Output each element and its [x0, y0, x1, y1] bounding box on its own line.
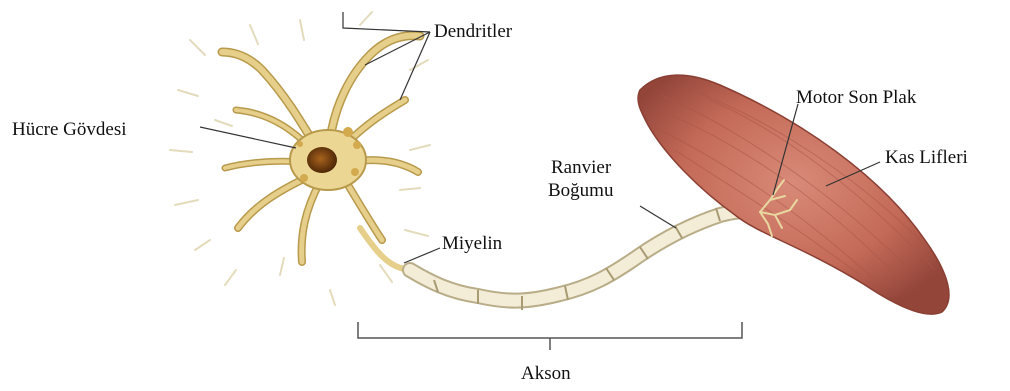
- label-ranvier-line1: Ranvier: [551, 158, 611, 177]
- label-myelin: Miyelin: [442, 234, 502, 253]
- label-axon: Akson: [521, 364, 571, 383]
- label-dendrites: Dendritler: [434, 22, 512, 41]
- muscle-fibers: [638, 75, 949, 314]
- label-ranvier-line2: Boğumu: [548, 181, 613, 200]
- label-cell-body: Hücre Gövdesi: [12, 120, 127, 139]
- axon-bracket: [358, 322, 742, 350]
- nucleus: [307, 147, 337, 173]
- label-muscle-fibers: Kas Lifleri: [885, 148, 968, 167]
- label-motor-end-plate: Motor Son Plak: [796, 88, 916, 107]
